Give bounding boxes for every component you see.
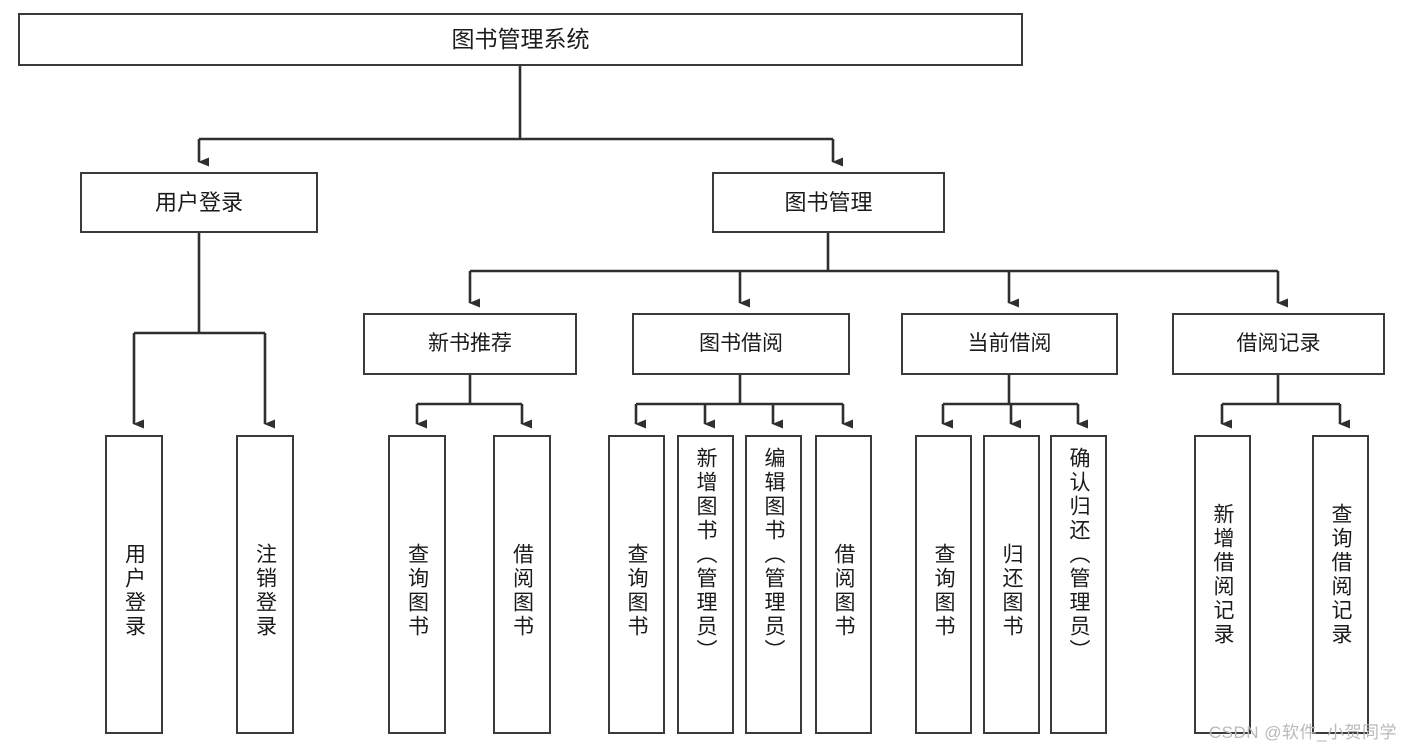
leaf-query-borrow-record[interactable]: 查询借阅记录 [1312,435,1369,734]
node-label: 借阅记录 [1236,331,1321,355]
leaf-logout[interactable]: 注销登录 [236,435,294,734]
leaf-return-book[interactable]: 归还图书 [983,435,1040,734]
leaf-edit-book-admin[interactable]: 编辑图书（管理员） [745,435,802,734]
leaf-borrow-book[interactable]: 借阅图书 [815,435,872,734]
node-label: 归还图书 [1000,543,1023,639]
leaf-user-login[interactable]: 用户登录 [105,435,163,734]
node-label: 查询图书 [625,543,648,639]
leaf-query-book-current[interactable]: 查询图书 [915,435,972,734]
leaf-borrow-book-recommend[interactable]: 借阅图书 [493,435,551,734]
node-label: 新书推荐 [428,331,512,355]
node-label: 查询借阅记录 [1329,503,1352,647]
node-label: 新增图书（管理员） [694,447,717,663]
leaf-add-book-admin[interactable]: 新增图书（管理员） [677,435,734,734]
node-label: 编辑图书（管理员） [762,447,785,663]
node-label: 确认归还（管理员） [1067,447,1090,663]
node-label: 新增借阅记录 [1211,503,1234,647]
node-user-login[interactable]: 用户登录 [80,172,318,233]
node-label: 图书管理系统 [451,25,590,52]
node-root-system[interactable]: 图书管理系统 [18,13,1023,66]
node-borrow-record[interactable]: 借阅记录 [1172,313,1385,375]
node-book-management[interactable]: 图书管理 [712,172,945,233]
node-new-book-recommend[interactable]: 新书推荐 [363,313,577,375]
node-label: 图书管理 [784,189,873,215]
node-label: 用户登录 [154,189,243,215]
node-book-borrow[interactable]: 图书借阅 [632,313,850,375]
node-current-borrow[interactable]: 当前借阅 [901,313,1118,375]
node-label: 当前借阅 [967,331,1052,355]
node-label: 查询图书 [405,543,429,639]
node-label: 借阅图书 [832,543,855,639]
leaf-add-borrow-record[interactable]: 新增借阅记录 [1194,435,1251,734]
node-label: 注销登录 [253,543,277,639]
leaf-query-book-recommend[interactable]: 查询图书 [388,435,446,734]
leaf-confirm-return-admin[interactable]: 确认归还（管理员） [1050,435,1107,734]
node-label: 用户登录 [122,543,146,639]
watermark-csdn: CSDN @软件_小贺同学 [1208,723,1397,742]
node-label: 图书借阅 [699,331,783,355]
node-label: 借阅图书 [510,543,534,639]
leaf-query-book-borrow[interactable]: 查询图书 [608,435,665,734]
node-label: 查询图书 [932,543,955,639]
